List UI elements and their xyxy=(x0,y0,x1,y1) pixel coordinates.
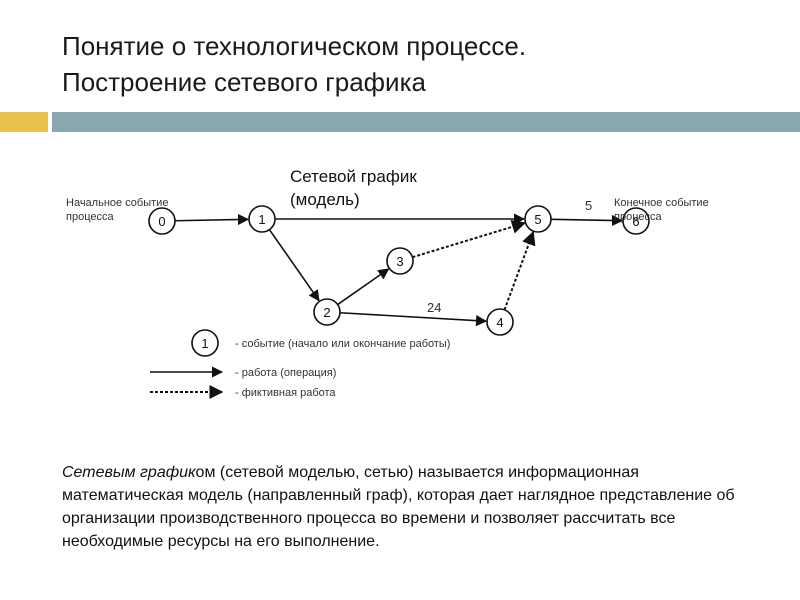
event-node-label-4: 4 xyxy=(496,315,503,330)
event-node-label-3: 3 xyxy=(396,254,403,269)
end-event-label-line-2: процесса xyxy=(614,211,662,223)
accent-bar-yellow xyxy=(0,112,48,132)
edge-3-5 xyxy=(412,220,526,259)
edges-layer: 245 xyxy=(174,198,624,327)
definition-paragraph: Сетевым графиком (сетевой моделью, сетью… xyxy=(62,461,762,553)
event-node-6 xyxy=(622,207,650,235)
diagram-heading-line-1: Сетевой график xyxy=(290,167,417,186)
start-event-label-line-2: процесса xyxy=(66,211,114,223)
edge-label-5-6: 5 xyxy=(585,198,592,213)
event-node-label-0: 0 xyxy=(158,214,165,229)
event-node-1 xyxy=(248,205,276,233)
edge-label-2-4: 24 xyxy=(427,300,441,315)
diagram-heading-line-2: (модель) xyxy=(290,190,360,209)
nodes-layer: 0 1 2 3 4 5 6 xyxy=(148,205,650,336)
legend-work-text: - работа (операция) xyxy=(235,367,336,379)
edge-5-6 xyxy=(550,214,624,227)
legend-dummy-text: - фиктивная работа xyxy=(235,387,336,399)
accent-bar-blue xyxy=(52,112,800,132)
edge-4-5 xyxy=(503,230,536,311)
event-node-label-2: 2 xyxy=(323,305,330,320)
legend-event-sample: 1 xyxy=(201,336,208,351)
edge-2-4 xyxy=(339,311,488,327)
event-node-2 xyxy=(313,298,341,326)
event-node-4 xyxy=(486,308,514,336)
edge-0-1 xyxy=(174,213,250,226)
definition-text: ом (сетевой моделью, сетью) называется и… xyxy=(62,464,735,550)
edge-2-3 xyxy=(337,268,390,306)
event-node-3 xyxy=(386,247,414,275)
event-node-5 xyxy=(524,205,552,233)
event-node-0 xyxy=(148,207,176,235)
legend-event-circle xyxy=(191,329,219,357)
event-node-label-5: 5 xyxy=(534,212,541,227)
event-node-label-6: 6 xyxy=(632,214,639,229)
event-node-label-1: 1 xyxy=(258,212,265,227)
end-event-label-line-1: Конечное событие xyxy=(614,197,709,209)
title-line-2: Построение сетевого графика xyxy=(62,67,426,97)
page-title: Понятие о технологическом процессе. Пост… xyxy=(62,28,526,100)
legend: 1 - событие (начало или окончание работы… xyxy=(150,329,450,399)
edge-1-2 xyxy=(268,229,320,302)
definition-italic-term: Сетевым график xyxy=(62,464,196,481)
start-event-label-line-1: Начальное событие xyxy=(66,197,168,209)
title-line-1: Понятие о технологическом процессе. xyxy=(62,31,527,61)
legend-event-text: - событие (начало или окончание работы) xyxy=(235,338,450,350)
